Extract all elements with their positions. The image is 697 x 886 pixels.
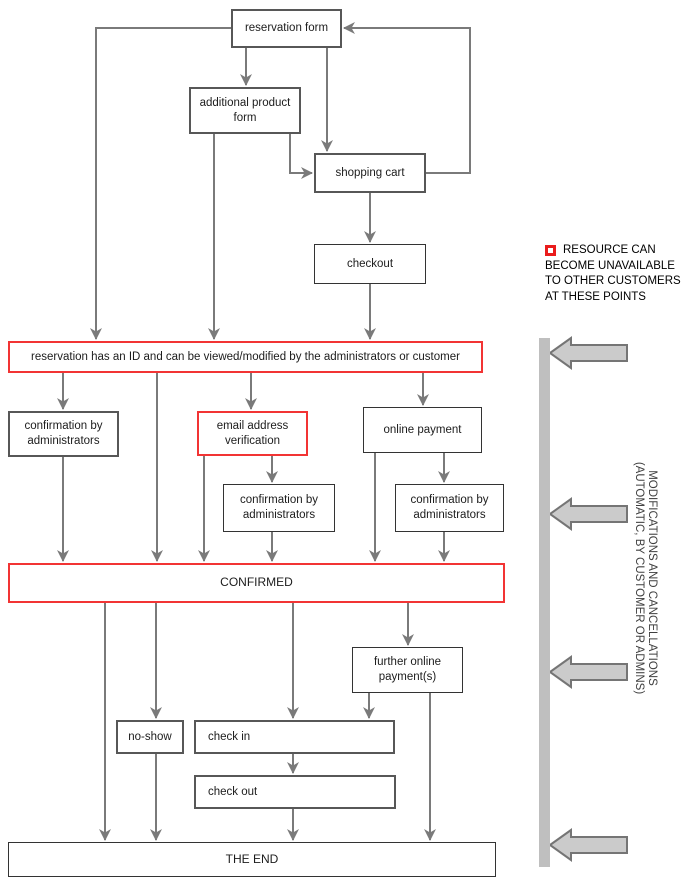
big-left-arrow	[548, 655, 628, 689]
node-confirmation-by-administrators-mid: confirmation by administrators	[223, 484, 335, 532]
node-no-show: no-show	[116, 720, 184, 754]
node-further-online-payments: further online payment(s)	[352, 647, 463, 693]
legend-line: AT THESE POINTS	[545, 290, 646, 303]
connector-resform-to-idbox	[90, 27, 231, 340]
node-the-end: THE END	[8, 842, 496, 877]
node-confirmation-by-administrators-left: confirmation by administrators	[8, 411, 119, 457]
node-confirmation-by-administrators-right: confirmation by administrators	[395, 484, 504, 532]
legend-resource-unavailable: RESOURCE CAN BECOME UNAVAILABLE TO OTHER…	[545, 243, 697, 305]
connector-cart-to-resform	[343, 22, 471, 174]
big-left-arrow	[548, 497, 628, 531]
modifications-caption-line1: MODIFICATIONS AND CANCELLATIONS	[646, 470, 658, 686]
node-shopping-cart: shopping cart	[314, 153, 426, 193]
node-reservation-id: reservation has an ID and can be viewed/…	[8, 341, 483, 373]
node-check-out: check out	[194, 775, 396, 809]
modifications-caption: MODIFICATIONS AND CANCELLATIONS (AUTOMAT…	[632, 453, 658, 703]
legend-line: TO OTHER CUSTOMERS	[545, 275, 681, 287]
modifications-caption-line2: (AUTOMATIC, BY CUSTOMER OR ADMINS)	[633, 461, 645, 695]
legend-red-square-icon	[545, 245, 556, 256]
modifications-range-bar	[539, 338, 550, 867]
node-check-in: check in	[194, 720, 395, 754]
node-reservation-form: reservation form	[231, 9, 342, 48]
node-confirmed: CONFIRMED	[8, 563, 505, 603]
legend-line: BECOME UNAVAILABLE	[545, 259, 675, 272]
big-left-arrow	[548, 336, 628, 370]
legend-line: RESOURCE CAN	[563, 244, 656, 256]
node-additional-product-form: additional product form	[189, 87, 301, 134]
big-left-arrow	[548, 828, 628, 862]
node-online-payment: online payment	[363, 407, 482, 453]
connector-addform-to-cart	[289, 134, 313, 179]
node-email-address-verification: email address verification	[197, 411, 308, 456]
node-checkout: checkout	[314, 244, 426, 284]
